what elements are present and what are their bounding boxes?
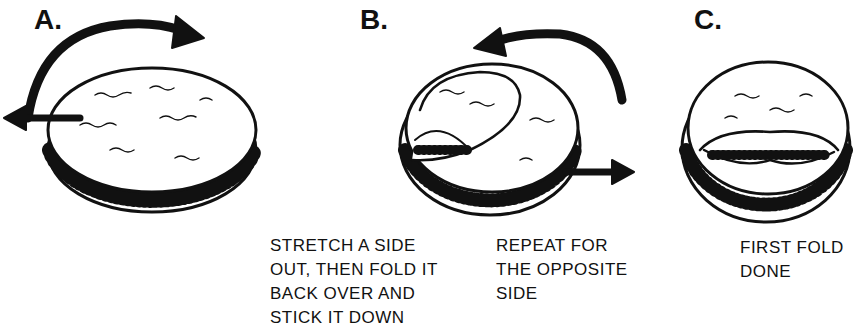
panel-letter: A. (34, 4, 94, 36)
dough-ball-b (400, 64, 580, 215)
dough-ball-c (682, 62, 850, 222)
step-caption: STRETCH A SIDE OUT, THEN FOLD IT BACK OV… (270, 234, 448, 330)
dough-ball-a (48, 68, 256, 212)
panel-letter: C. (694, 4, 754, 36)
step-caption: REPEAT FOR THE OPPOSITE SIDE (496, 234, 636, 306)
opposite-side-arrow (474, 28, 634, 184)
panel-letter: B. (360, 4, 420, 36)
step-caption: FIRST FOLD DONE (740, 236, 858, 284)
